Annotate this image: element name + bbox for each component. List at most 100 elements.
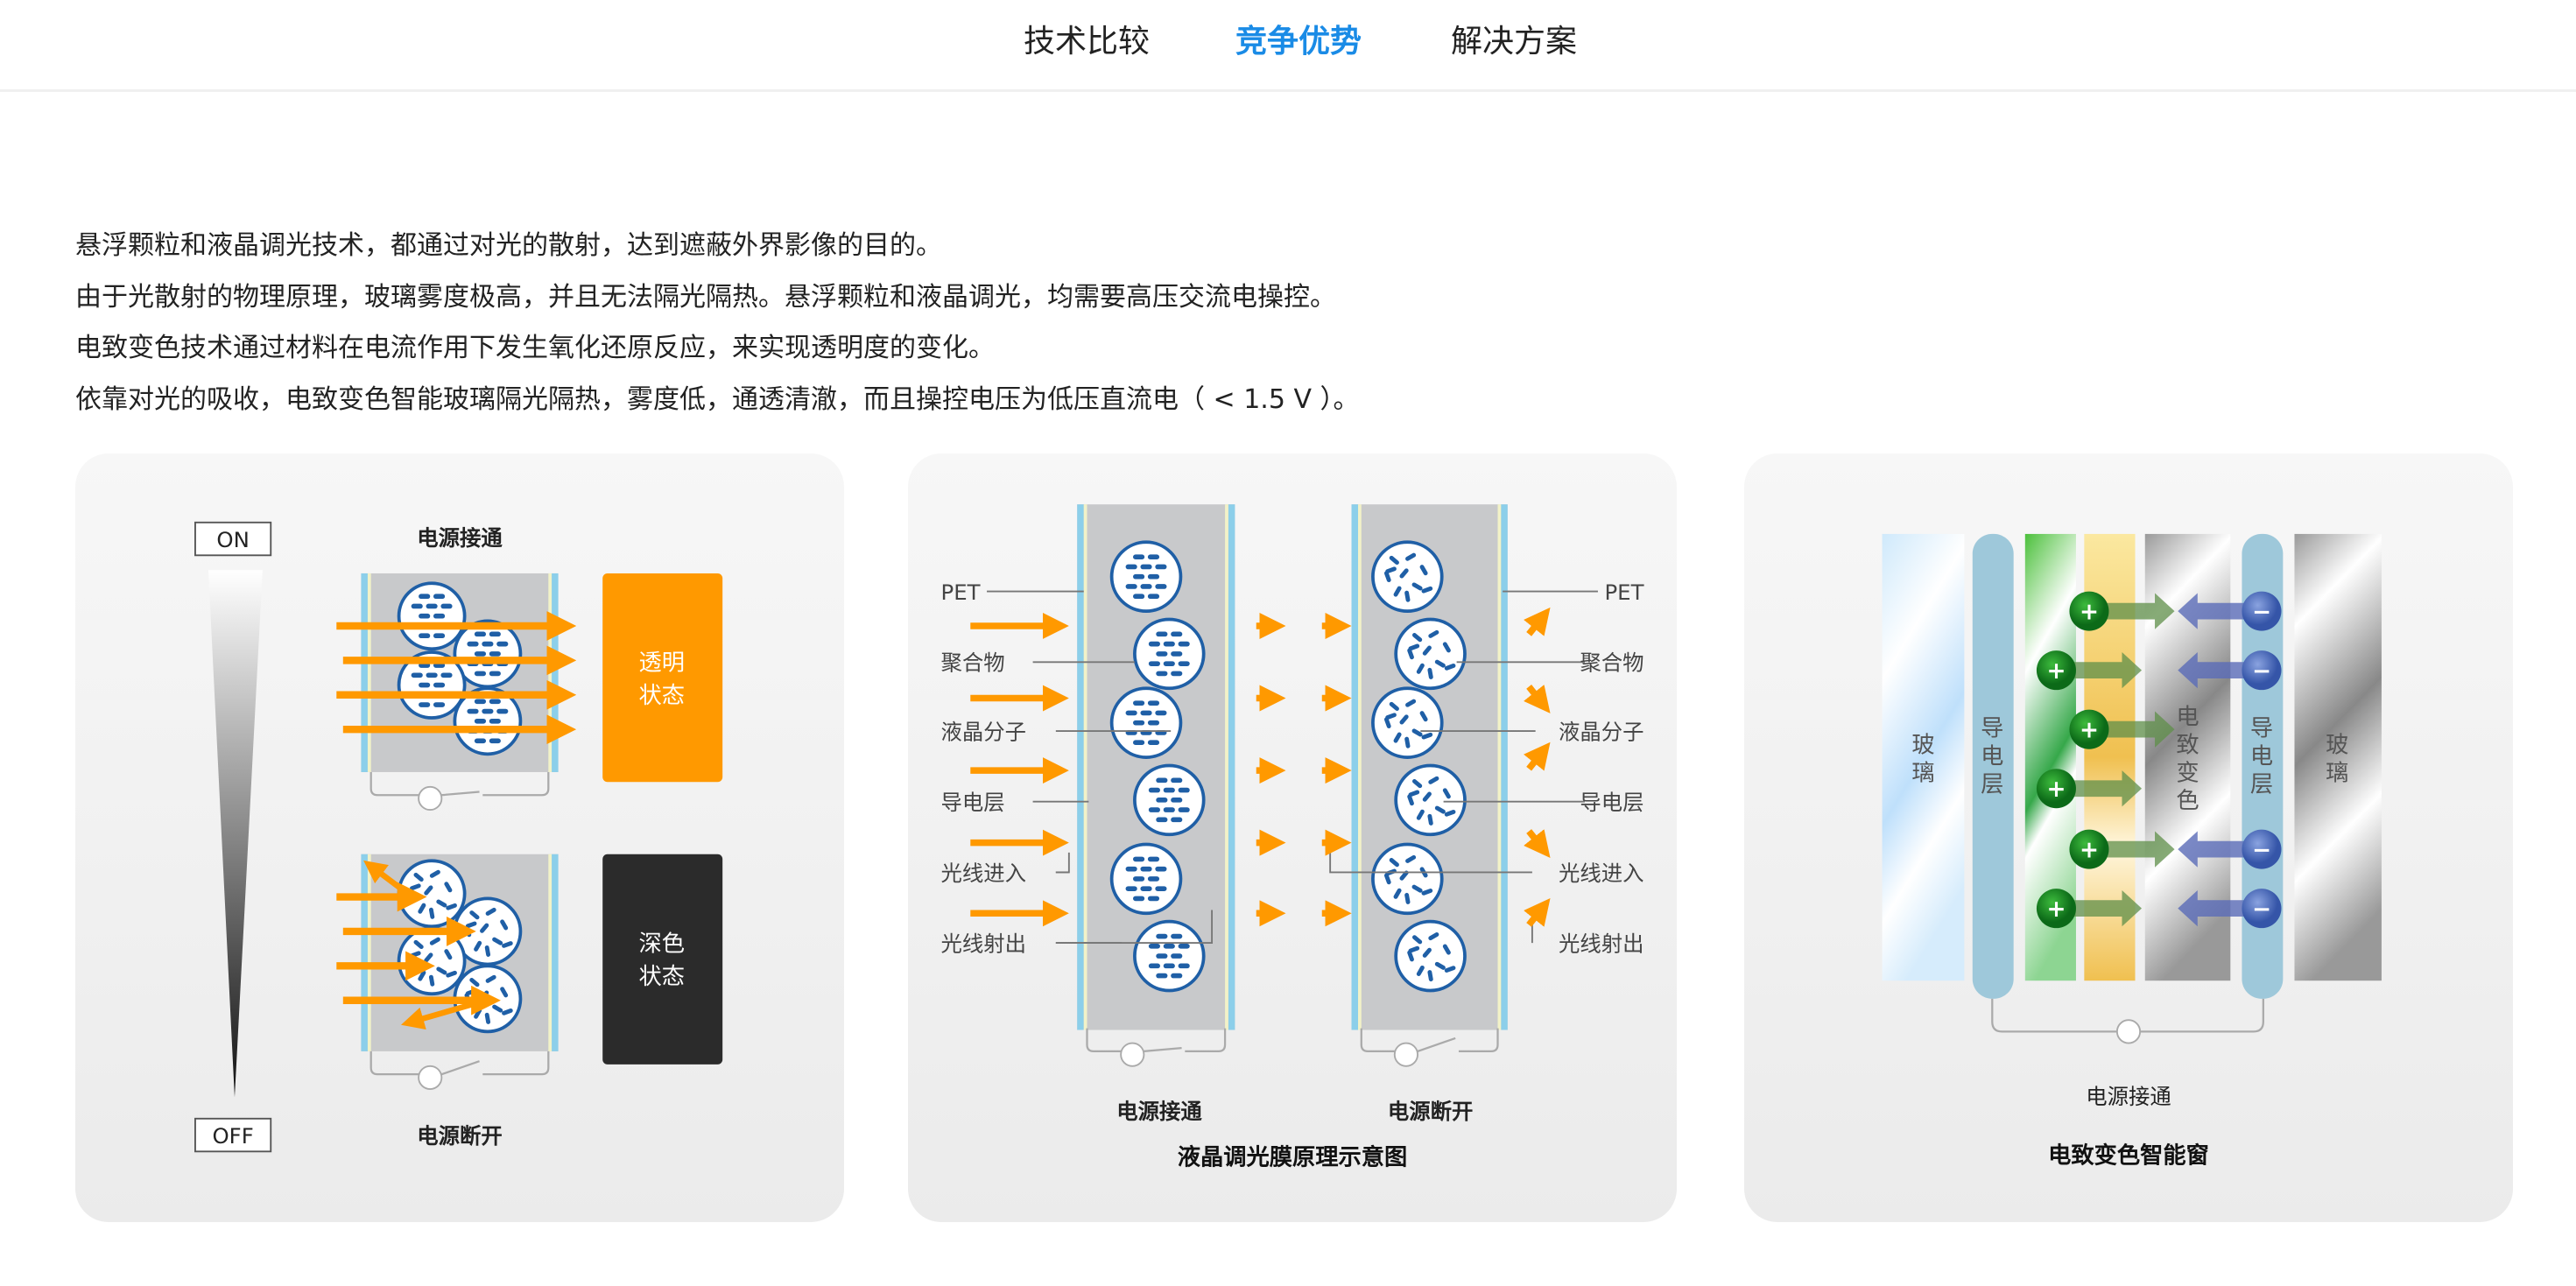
lc-molecule	[1444, 966, 1456, 973]
lc-molecule	[1133, 740, 1145, 746]
lc-molecule	[419, 613, 431, 619]
glass-label: 玻	[1911, 732, 1934, 758]
lc-film-diagram: PET 聚合物 液晶分子 导电层 光线进入 光线射出 PET 聚合物 液晶分子 …	[908, 453, 1677, 1222]
minus-sign: −	[2252, 896, 2271, 923]
lc-molecule	[1171, 953, 1183, 959]
lc-molecule	[1148, 641, 1160, 647]
lc-molecule	[1133, 856, 1145, 862]
label-polymer: 聚合物	[941, 650, 1005, 676]
plus-sign: +	[2046, 658, 2066, 685]
lc-molecule	[1416, 809, 1425, 820]
label-light-in: 光线进入	[1559, 861, 1644, 886]
pet-layer	[552, 573, 559, 772]
lc-molecule	[469, 910, 480, 920]
lc-molecule	[1411, 728, 1423, 737]
label-pet: PET	[941, 580, 981, 605]
lc-molecule	[1416, 663, 1425, 674]
lc-molecule	[1125, 584, 1137, 589]
lc-molecule	[1156, 973, 1168, 979]
light-arrow-icon	[1524, 685, 1551, 713]
circuit-wire	[370, 1051, 550, 1076]
lc-molecule	[1399, 714, 1409, 725]
negative-ion-icon	[2242, 591, 2282, 631]
lc-molecule	[1407, 950, 1414, 962]
lc-molecule	[433, 682, 446, 688]
lc-molecule	[502, 1008, 513, 1015]
lc-molecule	[413, 872, 424, 882]
lc-molecule	[1171, 671, 1183, 677]
intro-line: 由于光散射的物理原理，玻璃雾度极高，并且无法隔光隔热。悬浮颗粒和液晶调光，均需要…	[75, 281, 1336, 313]
top-nav: 技术比较 竞争优势 解决方案	[0, 0, 2576, 92]
leader-line	[1055, 852, 1214, 945]
lc-molecule	[440, 672, 453, 678]
label-light-out: 光线射出	[941, 931, 1027, 956]
lc-molecule	[1408, 643, 1420, 651]
lc-molecule	[1404, 892, 1411, 904]
label-conductive: 导电层	[1580, 790, 1643, 815]
ion-arrow-icon	[2069, 770, 2143, 807]
conductive-layer	[1225, 504, 1228, 1030]
lc-molecule	[436, 899, 447, 908]
positive-ion-icon	[2036, 769, 2076, 809]
lc-molecule	[433, 613, 446, 619]
lc-droplet-icon	[397, 650, 467, 720]
lc-molecule	[1133, 554, 1145, 560]
lc-molecule	[1133, 573, 1145, 580]
lc-molecule	[1140, 564, 1152, 570]
lc-molecule	[1133, 876, 1145, 882]
off-label: OFF	[212, 1123, 253, 1149]
lc-molecule	[440, 603, 453, 609]
label-lc-molecule: 液晶分子	[1559, 719, 1644, 744]
lc-molecule	[1156, 817, 1168, 823]
lc-molecule	[1178, 963, 1190, 969]
lc-molecule	[1428, 629, 1439, 638]
label-pet: PET	[1604, 580, 1643, 605]
lc-molecule	[474, 940, 482, 952]
lc-molecule	[1411, 884, 1423, 893]
lc-molecule	[474, 738, 487, 744]
conductive-layer	[548, 573, 553, 772]
power-on-label: 电源接通	[417, 525, 503, 551]
positive-ion-icon	[2069, 709, 2109, 749]
lc-molecule	[489, 738, 501, 744]
electrochromic-diagram: +−+−+++−+− 玻璃导电层电致变色导电层玻璃 电源接通 电致变色智能窗	[1744, 453, 2513, 1222]
power-switch-icon	[418, 1065, 443, 1090]
lc-molecule	[1178, 807, 1190, 812]
tab-tech-compare[interactable]: 技术比较	[1024, 24, 1151, 60]
lc-molecule	[1442, 944, 1451, 955]
lc-molecule	[1383, 571, 1391, 583]
dark-state-label: 状态	[639, 964, 685, 990]
ion-arrow-icon	[2178, 890, 2250, 927]
glass-layer	[2294, 533, 2382, 981]
lc-molecule	[426, 603, 438, 609]
lc-molecule	[1147, 896, 1160, 902]
lc-molecule	[433, 702, 446, 707]
lc-molecule	[1408, 790, 1420, 798]
positive-ion-icon	[2036, 650, 2076, 691]
lc-molecule	[1147, 740, 1160, 746]
lc-molecule	[489, 651, 501, 657]
lc-molecule	[489, 699, 501, 705]
lc-molecule	[1156, 631, 1168, 637]
lc-molecule	[1393, 888, 1402, 899]
lc-molecule	[411, 672, 423, 678]
lc-molecule	[1171, 933, 1183, 939]
lc-molecule	[482, 708, 494, 714]
lc-molecule	[1147, 876, 1160, 882]
tab-competitive-advantage[interactable]: 竞争优势	[1235, 24, 1362, 60]
intro-line: 依靠对光的吸收，电致变色智能玻璃隔光隔热，雾度低，通透清澈，而且操控电压为低压直…	[75, 383, 1360, 415]
tab-solutions[interactable]: 解决方案	[1451, 24, 1578, 60]
lc-molecule	[444, 949, 453, 960]
plus-sign: +	[2046, 777, 2066, 803]
lc-molecule	[1389, 858, 1399, 868]
gradient-wedge	[208, 570, 263, 1098]
lc-molecule	[1156, 671, 1168, 677]
lc-molecule	[1133, 594, 1145, 600]
lc-molecule	[1178, 661, 1190, 666]
ion-arrow-icon	[2178, 831, 2250, 868]
lc-molecule	[500, 987, 509, 998]
lc-molecule	[1155, 886, 1167, 891]
ion-arrow-icon	[2178, 593, 2250, 629]
lc-molecule	[1404, 590, 1411, 602]
lc-molecule	[1422, 947, 1432, 958]
